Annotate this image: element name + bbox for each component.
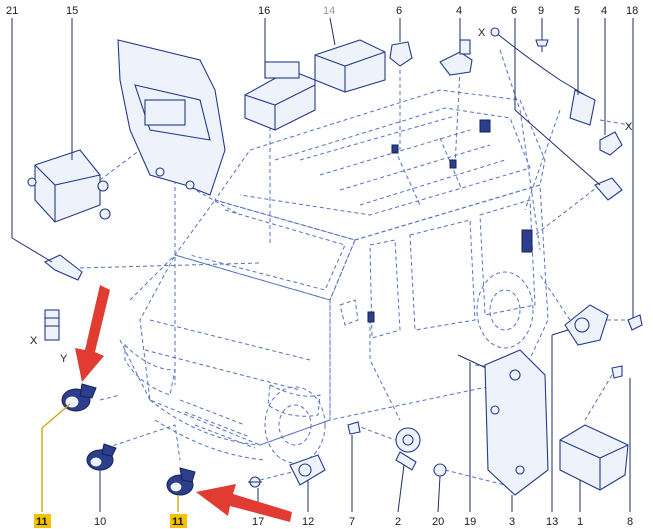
callout-4-upper: 4 (456, 5, 462, 17)
part-4-sensor-upper (439, 39, 473, 76)
part-7-clip (347, 421, 361, 435)
red-arrow-pointer-icon (75, 285, 110, 382)
part-3-bracket (484, 349, 549, 496)
callout-11-lower: 11 (172, 516, 184, 528)
callout-21: 21 (6, 5, 18, 17)
callout-9: 9 (538, 5, 544, 17)
callout-3: 3 (509, 516, 515, 528)
callout-15: 15 (66, 5, 78, 17)
part-13-sensor (564, 304, 609, 346)
callout-11-highlight (34, 514, 51, 528)
callout-12: 12 (302, 516, 314, 528)
callout-labels: 21 15 16 14 6 4 6 9 5 4 18 11 10 11 17 1… (6, 5, 638, 528)
callout-16: 16 (258, 5, 270, 17)
part-14-module (314, 39, 386, 93)
part-18-bolt (627, 314, 643, 331)
part-1-module (559, 424, 629, 491)
part-12-sensor (289, 454, 326, 486)
dim-x-left: X (30, 335, 38, 347)
callout-2: 2 (395, 516, 401, 528)
callout-17: 17 (252, 516, 264, 528)
leader-lines (11, 17, 634, 513)
part-17-clip (248, 476, 262, 488)
part-5-wiring-harness (490, 27, 596, 126)
part-6-clip-upper (389, 41, 413, 67)
callout-19: 19 (464, 516, 476, 528)
dim-x-right: X (625, 121, 633, 133)
part-11-parking-sensor-lower (166, 467, 196, 496)
part-8-screw (611, 365, 623, 379)
dim-y-left: Y (60, 353, 68, 365)
callout-5: 5 (574, 5, 580, 17)
part-21-strap (43, 254, 83, 281)
part-6-sensor-right (594, 177, 623, 201)
part-16-module (244, 61, 316, 131)
callout-1: 1 (577, 516, 583, 528)
callout-7: 7 (349, 516, 355, 528)
callout-8: 8 (627, 516, 633, 528)
part-15-control-unit (27, 149, 111, 223)
part-15-mounting-bracket (117, 39, 226, 196)
part-2-sensor (395, 427, 421, 471)
callout-6-right: 6 (511, 5, 517, 17)
part-bolt-left (44, 309, 60, 341)
callout-20: 20 (432, 516, 444, 528)
callout-4-right: 4 (601, 5, 607, 17)
callout-10: 10 (94, 516, 106, 528)
callout-14: 14 (323, 5, 335, 17)
part-4-sensor-right (599, 131, 623, 156)
part-9-screw (535, 39, 549, 52)
dim-x-top: X (478, 27, 486, 39)
dimension-marks: X Y X X (30, 27, 633, 365)
part-roof-clips (367, 119, 533, 323)
callout-11-left: 11 (36, 516, 48, 528)
red-arrow-pointer-icon (196, 484, 292, 522)
callout-13: 13 (546, 516, 558, 528)
callout-6-upper: 6 (396, 5, 402, 17)
part-10-parking-sensor (86, 443, 117, 471)
callout-18: 18 (626, 5, 638, 17)
part-20-grommet (433, 463, 447, 477)
callout-11-highlight-lower (170, 514, 187, 528)
